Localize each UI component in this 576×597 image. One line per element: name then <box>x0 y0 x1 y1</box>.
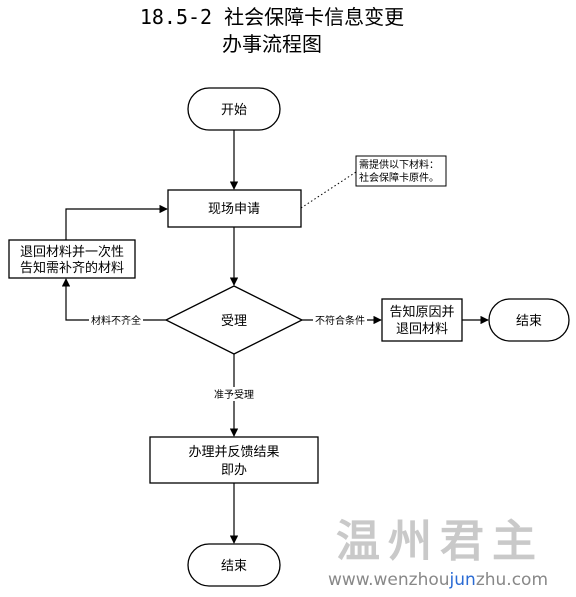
edge-label-incomplete: 材料不齐全 <box>91 314 141 327</box>
end-terminal-bottom <box>187 543 281 587</box>
edge-label-bg-noncompliant <box>313 313 367 327</box>
start-label: 开始 <box>221 103 247 118</box>
watermark-url: www.wenzhoujunzhu.com <box>328 570 548 590</box>
edge-label-bg-accepted <box>207 387 261 401</box>
reject-box <box>381 298 463 342</box>
reject-line-2: 退回材料 <box>396 322 448 337</box>
accept-label: 受理 <box>221 314 247 329</box>
page-title: 18.5-2 社会保障卡信息变更 <box>140 5 404 29</box>
return-line-2: 告知需补齐的材料 <box>20 260 124 276</box>
return-box <box>8 239 136 279</box>
note-line-2: 社会保障卡原件。 <box>359 171 439 184</box>
process-box <box>149 436 319 484</box>
end-right-label: 结束 <box>516 314 542 329</box>
page-subtitle: 办事流程图 <box>222 32 322 56</box>
note-line-1: 需提供以下材料： <box>359 158 439 171</box>
process-line-2: 即办 <box>221 463 247 478</box>
end-terminal-right <box>488 298 570 342</box>
note-connector <box>300 171 357 209</box>
apply-box <box>167 189 302 228</box>
watermark-name: 温州君主 <box>336 516 544 567</box>
end-bottom-label: 结束 <box>221 559 247 574</box>
process-line-1: 办理并反馈结果 <box>188 445 279 460</box>
apply-label: 现场申请 <box>208 202 260 217</box>
note-box <box>355 155 447 187</box>
watermark-url-highlight: jun <box>449 570 476 590</box>
edge-label-accepted: 准予受理 <box>214 389 254 401</box>
arrow-return-to-apply <box>65 204 168 240</box>
return-line-1: 退回材料并一次性 <box>20 244 124 260</box>
edge-label-bg-incomplete <box>89 313 143 327</box>
reject-line-1: 告知原因并 <box>389 304 454 320</box>
watermark-url-prefix: www.wenzhou <box>328 570 450 590</box>
watermark-url-suffix: zhu.com <box>476 570 548 590</box>
edge-label-noncompliant: 不符合条件 <box>315 314 365 327</box>
